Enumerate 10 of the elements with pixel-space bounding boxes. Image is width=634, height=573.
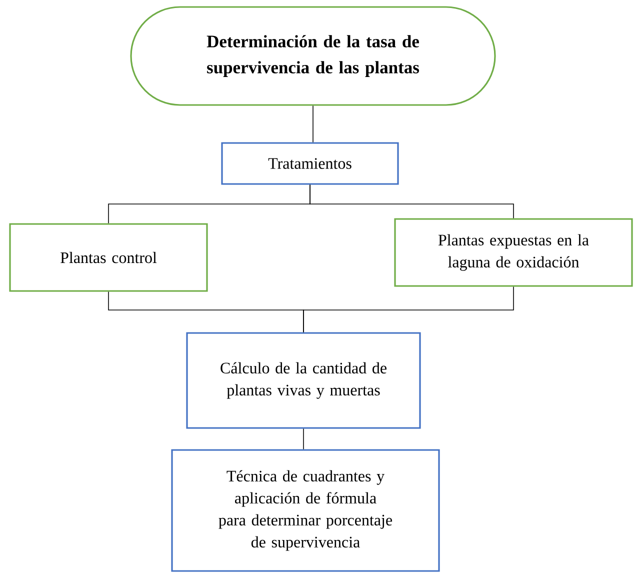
process-box: Plantas expuestas en la laguna de oxidación bbox=[394, 218, 633, 287]
title-terminal: Determinación de la tasa de supervivencia de las plantas bbox=[130, 6, 496, 106]
connector bbox=[312, 105, 314, 143]
process-box: Cálculo de la cantidad de plantas vivas y muertas bbox=[186, 332, 421, 429]
connector bbox=[303, 286, 514, 333]
connector bbox=[310, 184, 514, 219]
process-box: Tratamientos bbox=[221, 142, 399, 185]
connector bbox=[303, 428, 304, 450]
process-box: Plantas control bbox=[9, 223, 208, 292]
process-box: Técnica de cuadrantes y aplicación de fórmula para determinar porcentaje de supervivencia bbox=[171, 449, 440, 572]
